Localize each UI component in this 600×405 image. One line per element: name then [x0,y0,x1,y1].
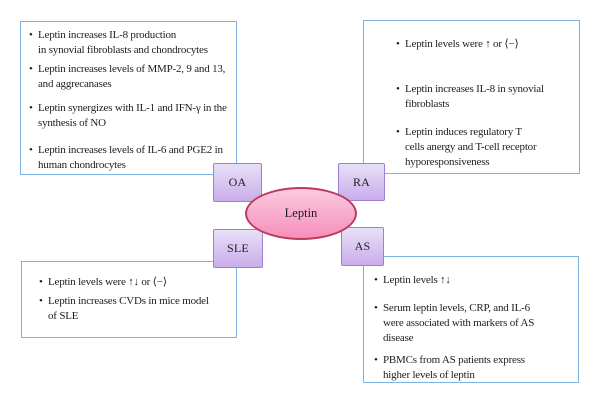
bullet-marker: • [374,274,378,286]
bullet-item: • Leptin levels were ↑ or ⟨−⟩ [396,37,577,52]
node-as: AS [341,227,384,266]
node-oa-label: OA [228,175,247,189]
bullet-item: • Leptin increases IL-8 production in syn… [29,28,234,58]
bullet-marker: • [29,63,33,75]
bullet-item: • PBMCs from AS patients express higher l… [374,353,576,383]
bullet-text: Leptin increases levels of MMP-2, 9 and … [38,63,226,90]
bullet-text: Leptin induces regulatory T cells anergy… [405,126,537,168]
node-oa: OA [213,163,262,202]
bullet-text: Leptin synergizes with IL-1 and IFN-γ in… [38,102,227,129]
bullet-marker: • [29,144,33,156]
bullet-item: • Leptin synergizes with IL-1 and IFN-γ i… [29,101,234,131]
node-ra-label: RA [352,174,371,189]
bullet-item: • Leptin increases levels of IL-6 and PGE… [29,143,234,173]
bullet-item: • Leptin levels were ↑↓ or ⟨−⟩ [39,275,234,290]
bullet-marker: • [29,102,33,114]
bullet-text: PBMCs from AS patients express higher le… [383,354,525,381]
bullet-text: Leptin increases IL-8 production in syno… [38,29,208,56]
node-as-label: AS [354,239,371,253]
bullet-text: Leptin increases IL-8 in synovial fibrob… [405,83,544,110]
oa-bullet-list: • Leptin increases IL-8 production in syn… [29,28,234,173]
bullet-item: • Leptin increases IL-8 in synovial fibro… [396,82,577,112]
node-sle-label: SLE [227,241,249,255]
bullet-marker: • [39,276,43,288]
center-node-label: Leptin [284,206,318,220]
bullet-marker: • [396,38,400,50]
bullet-marker: • [29,29,33,41]
bullet-item: • Leptin increases levels of MMP-2, 9 and… [29,62,234,92]
bullet-item: • Leptin levels ↑↓ [374,273,576,288]
bullet-marker: • [39,295,43,307]
ra-effects-box: • Leptin levels were ↑ or ⟨−⟩ • Leptin incr… [363,20,580,174]
bullet-item: • Leptin induces regulatory T cells anerg… [396,125,577,170]
as-bullet-list: • Leptin levels ↑↓ • Serum leptin levels, C… [374,273,576,383]
bullet-marker: • [396,126,400,138]
oa-effects-box: • Leptin increases IL-8 production in syn… [20,21,237,175]
node-ra: RA [338,163,385,201]
sle-bullet-list: • Leptin levels were ↑↓ or ⟨−⟩ • Leptin inc… [39,275,234,324]
bullet-item: • Leptin increases CVDs in mice model of … [39,294,234,324]
bullet-text: Serum leptin levels, CRP, and IL-6 were … [383,302,535,344]
as-effects-box: • Leptin levels ↑↓ • Serum leptin levels, C… [363,256,579,383]
sle-effects-box: • Leptin levels were ↑↓ or ⟨−⟩ • Leptin inc… [21,261,237,338]
bullet-item: • Serum leptin levels, CRP, and IL-6 were… [374,301,576,346]
bullet-text: Leptin increases levels of IL-6 and PGE2… [38,144,223,171]
bullet-text: Leptin increases CVDs in mice model of S… [48,295,209,322]
center-node-leptin: Leptin [245,187,357,240]
bullet-marker: • [396,83,400,95]
bullet-text: Leptin levels were ↑↓ or ⟨−⟩ [48,276,167,288]
bullet-text: Leptin levels ↑↓ [383,274,451,286]
bullet-marker: • [374,354,378,366]
ra-bullet-list: • Leptin levels were ↑ or ⟨−⟩ • Leptin incr… [396,37,577,170]
bullet-marker: • [374,302,378,314]
node-sle: SLE [213,229,263,268]
bullet-text: Leptin levels were ↑ or ⟨−⟩ [405,38,519,50]
